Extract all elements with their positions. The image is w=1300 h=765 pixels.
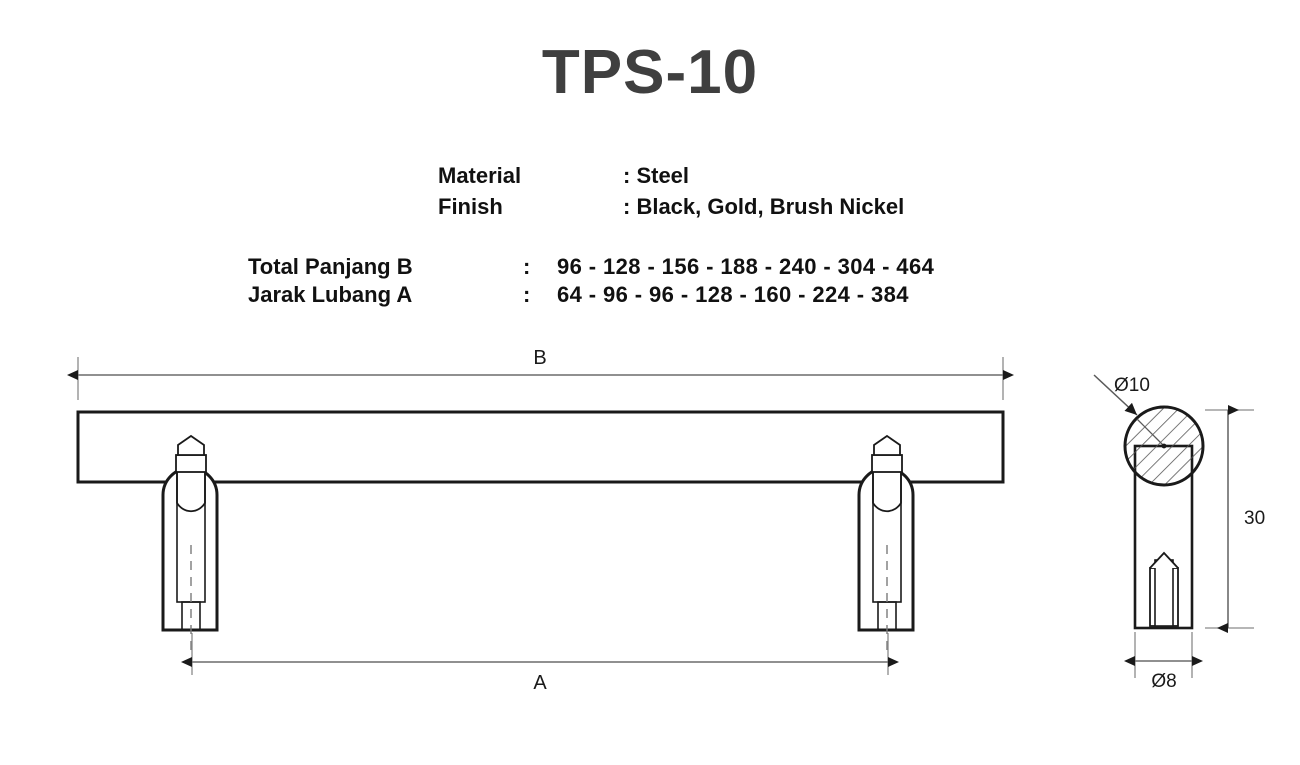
dimension-label-hole-spacing: Jarak Lubang A	[248, 282, 413, 307]
side-view-center-dot	[1161, 443, 1167, 449]
page-title: TPS-10	[541, 38, 759, 107]
side-view: Ø10 30 Ø8	[1093, 374, 1265, 692]
dimension-row-hole-spacing: Jarak Lubang A: 64 - 96 - 96 - 128 - 160 …	[248, 281, 934, 309]
dimension-label-total-length: Total Panjang B	[248, 254, 413, 279]
side-view-bar-diameter-label: Ø10	[1114, 375, 1150, 396]
specification-list: Material : Steel Finish : Black, Gold, Bru…	[438, 160, 904, 222]
dimension-values-total-length: 96 - 128 - 156 - 188 - 240 - 304 - 464	[557, 254, 935, 279]
dimension-colon-hole-spacing: :	[523, 282, 531, 307]
side-view-radius-line	[1136, 418, 1165, 447]
front-view-hole-dimension-A: A	[181, 633, 899, 694]
spec-row-finish: Finish : Black, Gold, Brush Nickel	[438, 191, 904, 222]
dimension-values-hole-spacing: 64 - 96 - 96 - 128 - 160 - 224 - 384	[557, 282, 909, 307]
side-view-screw-shank	[1154, 559, 1174, 627]
front-view-left-post	[161, 434, 219, 652]
left-post-screw-head	[177, 434, 205, 456]
dimension-table: Total Panjang B: 96 - 128 - 156 - 188 - 2…	[248, 253, 934, 309]
dimension-row-total-length: Total Panjang B: 96 - 128 - 156 - 188 - 2…	[248, 253, 934, 281]
front-view-overall-dimension-B: B	[67, 347, 1014, 400]
side-view-post-diameter-label: Ø8	[1151, 671, 1176, 692]
spec-value-material: : Steel	[623, 163, 690, 188]
left-post-screw-collar	[175, 454, 207, 473]
spec-label-finish: Finish	[438, 194, 503, 219]
front-view-handle-bar	[76, 410, 1005, 484]
side-view-height-label: 30	[1244, 508, 1265, 529]
dimension-label-a: A	[533, 672, 547, 694]
side-view-bar-circle	[1123, 405, 1205, 487]
side-view-screw-head	[1149, 551, 1179, 569]
right-post-screw-head	[873, 434, 901, 456]
spec-label-material: Material	[438, 163, 522, 188]
front-view-right-post	[857, 434, 915, 652]
dimension-colon-total-length: :	[523, 254, 531, 279]
handle-bar-outline	[76, 410, 1005, 484]
leader-line-bar-diameter	[1093, 374, 1138, 416]
dimension-label-b: B	[533, 347, 546, 369]
left-post-inner-boss	[176, 470, 206, 513]
right-post-screw-collar	[871, 454, 903, 473]
spec-row-material: Material : Steel	[438, 160, 904, 191]
spec-value-finish: : Black, Gold, Brush Nickel	[623, 194, 905, 219]
right-post-inner-boss	[872, 470, 902, 513]
